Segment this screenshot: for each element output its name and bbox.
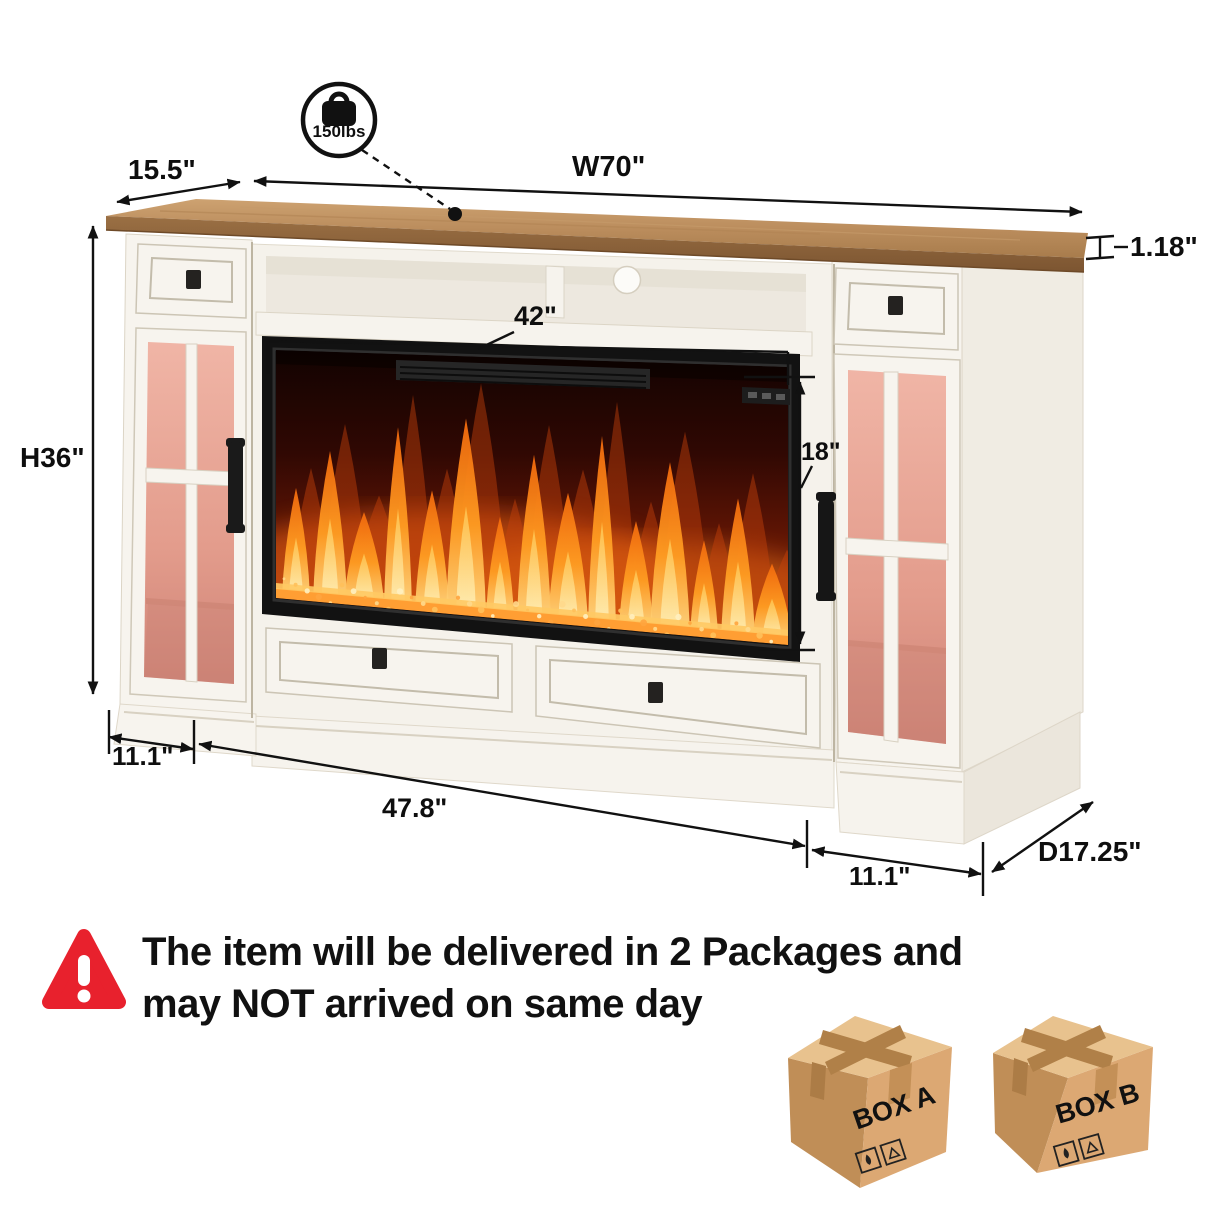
box-a-illustration: BOX A bbox=[788, 1016, 952, 1188]
package-symbols bbox=[854, 1138, 907, 1174]
center-drawer-left bbox=[265, 627, 513, 713]
heater-grille bbox=[396, 360, 650, 389]
dim-line-width bbox=[253, 176, 1083, 217]
dim-overall-width: W70" bbox=[572, 151, 646, 183]
center-drawers bbox=[265, 627, 821, 749]
recycle-icon bbox=[1086, 1141, 1099, 1154]
dim-overall-height: H36" bbox=[20, 442, 85, 473]
dim-line-left-base bbox=[107, 710, 196, 764]
fragile-drop-icon bbox=[865, 1154, 872, 1165]
dim-center-base-width: 47.8" bbox=[382, 793, 448, 823]
left-glass-door bbox=[129, 327, 247, 703]
dimension-lines bbox=[87, 176, 1128, 896]
right-plinth bbox=[835, 761, 965, 845]
dim-line-right-base bbox=[811, 842, 985, 896]
right-side-panel bbox=[961, 265, 1084, 773]
left-top-drawer bbox=[135, 243, 247, 319]
open-media-shelf bbox=[255, 256, 813, 357]
dim-line-fireplace-height bbox=[744, 375, 815, 652]
package-symbols bbox=[1052, 1133, 1105, 1168]
left-door-handle bbox=[228, 442, 243, 530]
drawer-knob bbox=[186, 270, 201, 289]
dim-top-depth: 15.5" bbox=[128, 154, 196, 185]
dim-fireplace-height: 18" bbox=[801, 438, 841, 466]
dim-right-base-width: 11.1" bbox=[849, 861, 911, 891]
drawer-knob bbox=[648, 682, 663, 703]
dim-line-center-base bbox=[198, 740, 809, 868]
right-top-drawer bbox=[833, 267, 959, 351]
delivery-notice-line1: The item will be delivered in 2 Packages… bbox=[142, 930, 963, 974]
weight-capacity-badge bbox=[300, 81, 462, 221]
fireplace-insert bbox=[262, 336, 800, 662]
flames bbox=[282, 383, 788, 642]
shelf-divider bbox=[545, 265, 565, 319]
fragile-drop-icon bbox=[1063, 1147, 1069, 1159]
dim-line-depth bbox=[991, 801, 1094, 873]
right-glass-door bbox=[816, 353, 961, 769]
dim-fireplace-width: 42" bbox=[514, 301, 557, 331]
dim-line-top-depth bbox=[116, 178, 241, 206]
recycle-icon bbox=[888, 1146, 901, 1160]
warning-icon bbox=[42, 929, 126, 1009]
weight-capacity-label: 150lbs bbox=[312, 122, 366, 141]
box-b-illustration: BOX B bbox=[993, 1016, 1153, 1173]
dim-top-thickness: 1.18" bbox=[1130, 231, 1198, 262]
delivery-notice-line2: may NOT arrived on same day bbox=[142, 982, 703, 1026]
right-door-handle bbox=[818, 498, 834, 598]
weight-icon bbox=[322, 91, 356, 126]
drawer-knob bbox=[372, 648, 387, 669]
drawer-knob bbox=[888, 296, 903, 315]
dim-bracket-thickness bbox=[1085, 234, 1128, 261]
cable-hole bbox=[612, 265, 642, 295]
dim-overall-depth: D17.25" bbox=[1038, 836, 1142, 867]
tv-stand-illustration bbox=[105, 199, 1088, 845]
fireplace-control-panel bbox=[742, 387, 790, 405]
dim-line-fireplace-width bbox=[266, 330, 790, 385]
dim-left-base-width: 11.1" bbox=[112, 741, 174, 771]
